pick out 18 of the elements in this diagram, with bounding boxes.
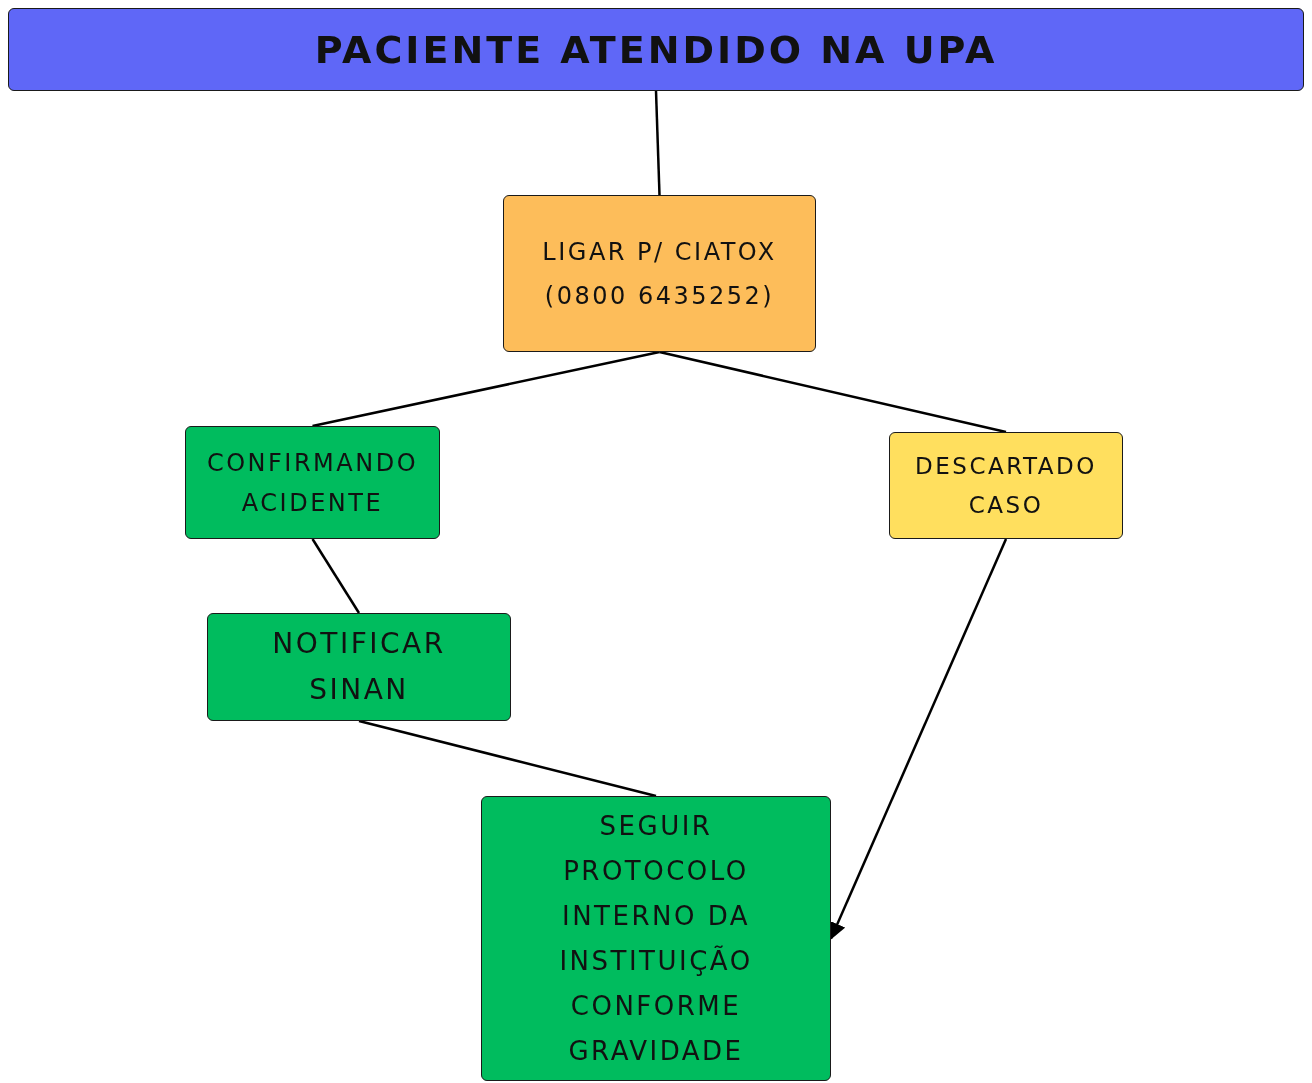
arrow [829,538,1008,941]
box-label: NOTIFICAR SINAN [271,626,447,708]
connector-line [311,538,361,614]
box-label: SEGUIR PROTOCOLO INTERNO DA INSTITUIÇÃO CONFORME GRAVIDADE [558,809,754,1068]
process-box [207,613,511,721]
title-text: PACIENTE ATENDIDO NA UPA [314,27,998,72]
connector-line [312,350,660,428]
box-label: CONFIRMANDO ACIDENTE [205,447,420,519]
process-box [481,796,831,1081]
box-label: DESCARTADO CASO [914,451,1098,520]
connector-line [654,90,661,196]
process-box [889,432,1123,539]
box-label: LIGAR P/ CIATOX (0800 6435252) [541,236,778,312]
connector-line [659,350,1007,434]
connector-line [358,719,657,798]
process-box [185,426,440,539]
process-box [503,195,816,352]
title-bar [8,8,1304,91]
